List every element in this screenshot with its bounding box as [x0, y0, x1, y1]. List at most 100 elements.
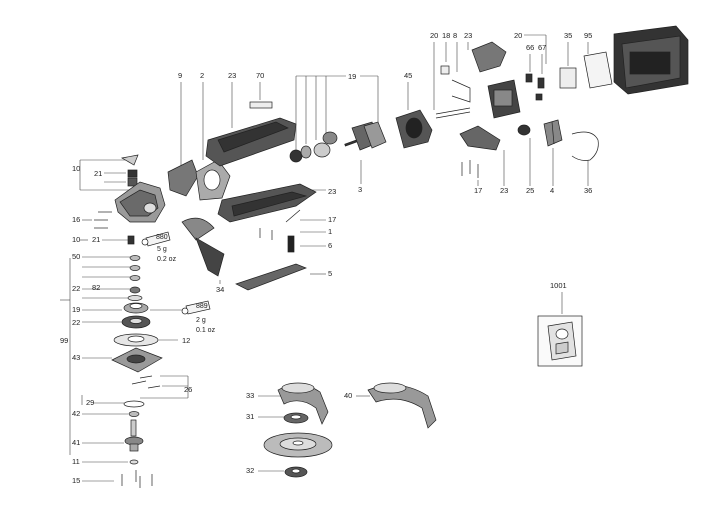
label-19-left: 19	[72, 305, 80, 314]
label-4: 4	[550, 186, 554, 195]
wheel-guard-33	[277, 382, 329, 425]
label-17-left: 17	[328, 215, 336, 224]
upper-housing-shell	[205, 117, 297, 167]
screws-16	[94, 211, 112, 229]
label-20-right: 20	[514, 31, 522, 40]
label-33: 33	[246, 391, 254, 400]
label-29: 29	[86, 398, 94, 407]
sticker-95	[583, 51, 613, 89]
washer-50-a	[129, 255, 141, 261]
washer-50-c	[129, 275, 141, 281]
clip-36	[571, 131, 599, 161]
part-82	[129, 286, 141, 294]
grease-889-grams: 2 g	[196, 317, 206, 324]
label-42: 42	[72, 409, 80, 418]
bearings-19	[289, 131, 338, 163]
label-23-cover: 23	[464, 31, 472, 40]
screws-15	[121, 470, 153, 488]
electronics-module	[487, 79, 521, 119]
label-22: 22	[72, 284, 80, 293]
label-36: 36	[584, 186, 592, 195]
motor-flange	[167, 159, 231, 201]
accessory-box-1001	[537, 315, 583, 367]
label-70: 70	[256, 71, 264, 80]
label-67: 67	[538, 43, 546, 52]
label-23-upper-housing: 23	[228, 71, 236, 80]
label-1: 1	[328, 227, 332, 236]
label-40: 40	[344, 391, 352, 400]
label-45: 45	[404, 71, 412, 80]
label-18: 18	[442, 31, 450, 40]
label-26: 26	[184, 385, 192, 394]
contacts-20	[435, 107, 471, 119]
side-handle	[181, 217, 225, 277]
washer-11	[129, 459, 139, 465]
grinding-disc	[263, 432, 333, 458]
battery-pack	[613, 25, 689, 95]
switch-paddle	[235, 263, 307, 291]
flange-31	[283, 412, 309, 424]
label-6: 6	[328, 241, 332, 250]
grease-889-label: 889	[196, 303, 208, 310]
label-32: 32	[246, 466, 254, 475]
small-parts-66-67	[525, 73, 545, 101]
end-cap-4	[543, 119, 563, 147]
screws-26	[131, 375, 161, 389]
bearing-flange-43	[111, 347, 163, 373]
armature-rotor	[344, 121, 387, 151]
label-35: 35	[564, 31, 572, 40]
label-5: 5	[328, 269, 332, 278]
grease-tube-889	[181, 300, 211, 315]
spring-part	[127, 169, 138, 178]
label-21-bottom: 21	[92, 235, 100, 244]
switch-rod	[259, 209, 301, 253]
washer-50-b	[129, 265, 141, 271]
spindle-41	[124, 419, 144, 452]
label-16: 16	[72, 215, 80, 224]
label-10-top: 10	[72, 164, 80, 173]
o-ring-29	[123, 400, 145, 408]
label-50: 50	[72, 252, 80, 261]
label-11: 11	[72, 457, 80, 466]
bracket-8	[451, 79, 471, 103]
part-21-lower	[127, 235, 135, 245]
label-12: 12	[182, 336, 190, 345]
label-82: 82	[92, 283, 100, 292]
side-cap	[459, 125, 501, 151]
label-95: 95	[584, 31, 592, 40]
bevel-gear	[121, 315, 151, 329]
grease-880-grams: 5 g	[157, 246, 167, 253]
label-8: 8	[453, 31, 457, 40]
label-41: 41	[72, 438, 80, 447]
label-15: 15	[72, 476, 80, 485]
bearing-19	[123, 302, 149, 314]
clamping-nut-32	[284, 466, 308, 478]
label-1001: 1001	[550, 281, 567, 290]
cutting-guard-40	[367, 382, 437, 429]
grease-880-label: 880	[156, 234, 168, 241]
grease-tube-880	[141, 231, 171, 247]
stator-field	[395, 109, 433, 149]
rating-plate-70	[249, 101, 273, 109]
label-99: 99	[60, 336, 68, 345]
label-plate-18	[440, 65, 450, 75]
label-22-lower: 22	[72, 318, 80, 327]
flange-12	[113, 333, 159, 347]
label-66: 66	[526, 43, 534, 52]
label-9: 9	[178, 71, 182, 80]
label-plate-35	[559, 67, 577, 89]
label-25: 25	[526, 186, 534, 195]
label-34: 34	[216, 285, 224, 294]
cap-part	[121, 154, 139, 166]
label-17-right: 17	[474, 186, 482, 195]
lower-housing-shell	[217, 183, 317, 223]
label-23-lower-housing: 23	[328, 187, 336, 196]
label-20-left: 20	[430, 31, 438, 40]
knob-25	[517, 124, 531, 136]
screws-17	[461, 160, 479, 178]
grease-880-ounces: 0.2 oz	[157, 256, 177, 263]
washer-22	[127, 295, 143, 301]
label-23-rear: 23	[500, 186, 508, 195]
label-3: 3	[358, 185, 362, 194]
